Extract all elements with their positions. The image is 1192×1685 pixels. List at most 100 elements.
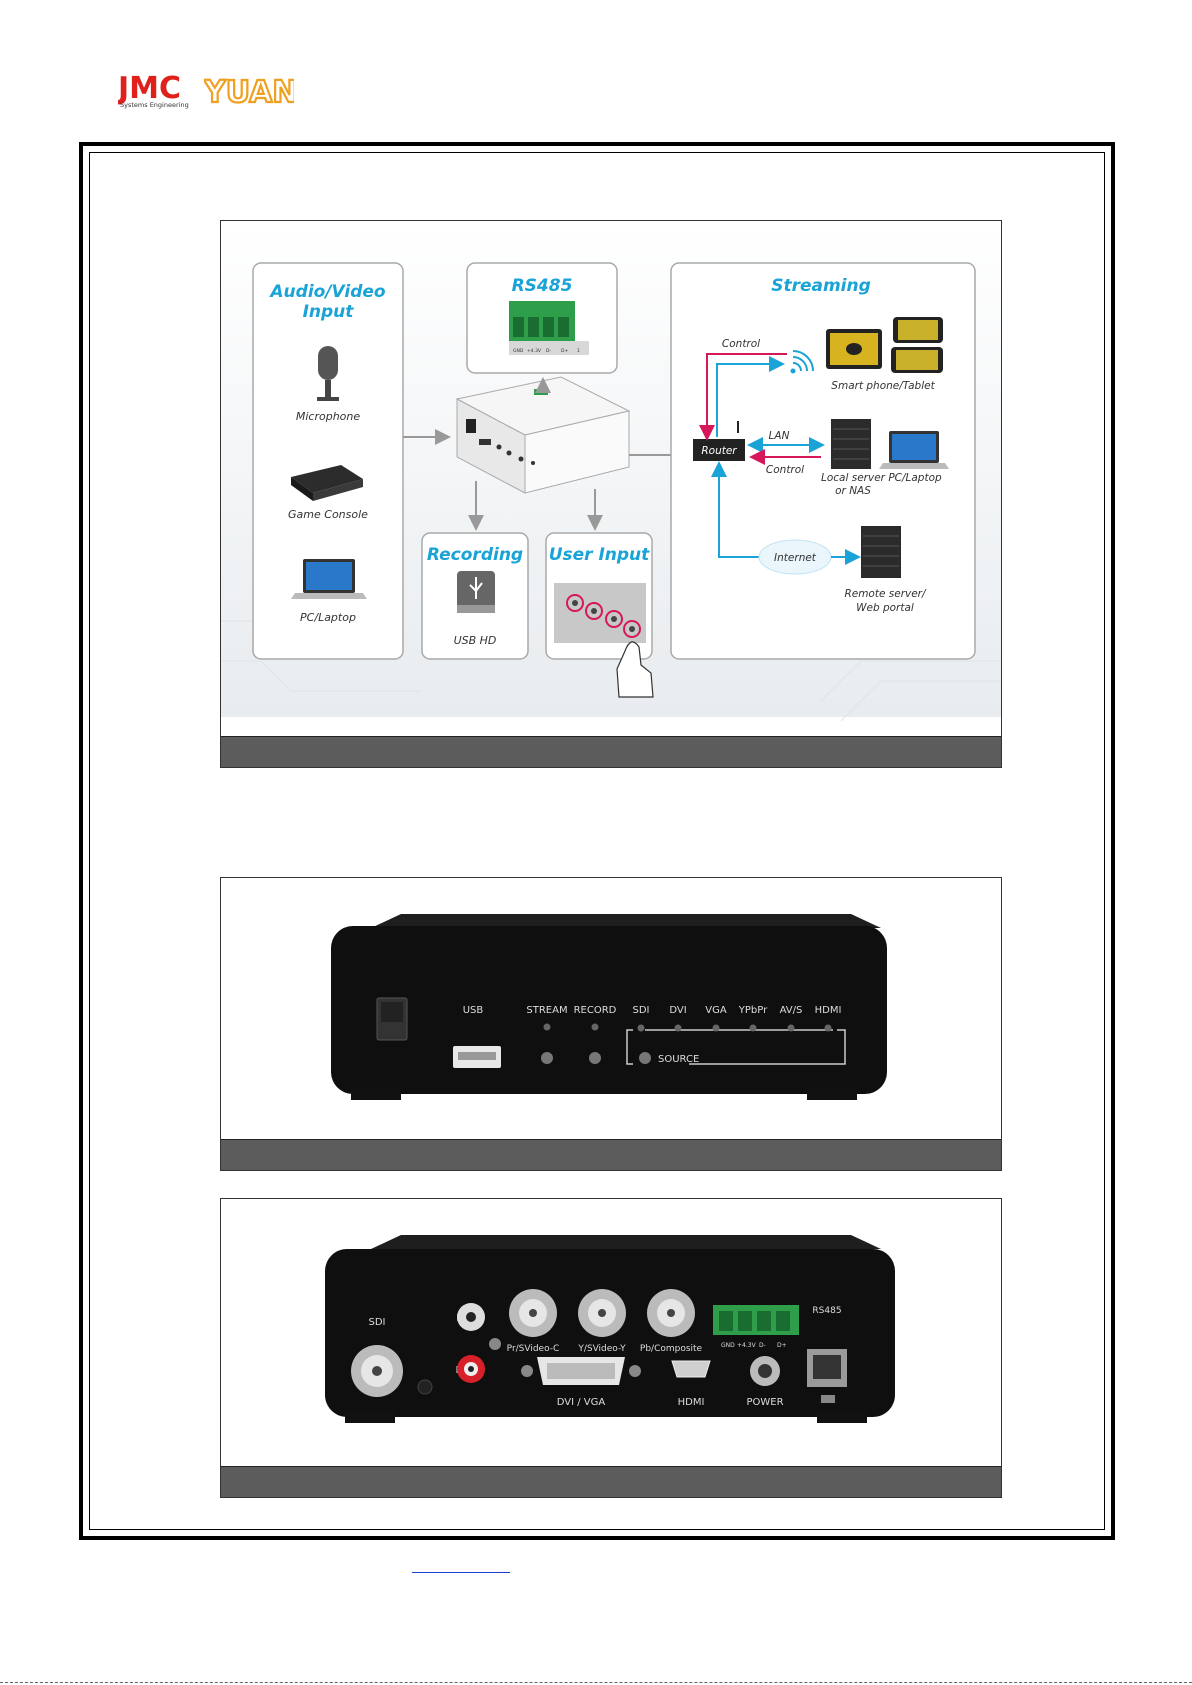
smartphone-tablet-label: Smart phone/Tablet: [831, 380, 935, 392]
jmc-logo-subtext: Systems Engineering: [120, 101, 189, 109]
rear-panel-photo: SDI L R Pr/SVideo-C Y/SVideo-Y Pb/Compos…: [325, 1235, 895, 1423]
streaming-title: Streaming: [771, 276, 871, 296]
power-label: POWER: [746, 1397, 783, 1408]
user-input-photo: [554, 583, 646, 643]
router-label: Router: [701, 445, 737, 457]
rs485-title: RS485: [512, 276, 573, 296]
game-console-label: Game Console: [288, 508, 368, 521]
page-frame-inner: [89, 152, 1105, 1530]
device-top: [371, 914, 881, 928]
hand-pointer-icon: [616, 641, 654, 698]
stream-button: [541, 1052, 553, 1064]
source-led: [674, 1024, 682, 1032]
dvi-vga-label: DVI / VGA: [557, 1397, 606, 1408]
rs485-pin-label: D+: [561, 348, 568, 354]
remote-server-label-line2: Web portal: [856, 602, 914, 614]
rs485-label: RS485: [812, 1306, 841, 1316]
page-frame: [79, 142, 1115, 1540]
user-input-title: User Input: [549, 545, 650, 565]
usb-hd-label: USB HD: [454, 634, 497, 647]
stream-led: [543, 1023, 551, 1031]
rs485-pin-label: +4.3V: [527, 348, 542, 354]
pr-svideo-c-label: Pr/SVideo-C: [507, 1344, 560, 1354]
source-label: SOURCE: [658, 1054, 699, 1065]
local-server-icon: [831, 419, 871, 469]
y-svideo-y-label: Y/SVideo-Y: [577, 1344, 626, 1354]
source-led: [712, 1024, 720, 1032]
hdmi-port: [671, 1360, 711, 1378]
jmc-logo-text: JMC: [118, 72, 181, 106]
microphone-icon: [317, 346, 339, 401]
source-button: [639, 1052, 651, 1064]
source-label-sdi: SDI: [633, 1005, 650, 1016]
record-label: RECORD: [574, 1005, 617, 1016]
rear-panel-figure: SDI L R Pr/SVideo-C Y/SVideo-Y Pb/Compos…: [220, 1198, 1002, 1498]
control-label-top: Control: [722, 338, 760, 350]
local-server-label: Local server: [821, 472, 886, 484]
source-label-hdmi: HDMI: [815, 1005, 842, 1016]
rs485-pin-label: D+: [777, 1342, 787, 1349]
footer-link[interactable]: [412, 1572, 510, 1573]
usb-label: USB: [463, 1005, 484, 1016]
rs485-terminal: [713, 1305, 799, 1335]
source-label-vga: VGA: [705, 1005, 727, 1016]
source-label-avs: AV/S: [780, 1005, 803, 1016]
pc-laptop-stream-label: PC/Laptop: [888, 472, 942, 484]
av-input-title-line2: Input: [303, 302, 355, 322]
sdi-label: SDI: [369, 1317, 386, 1328]
source-led: [637, 1024, 645, 1032]
lan-label: LAN: [769, 430, 790, 442]
rs485-pin-label: D-: [546, 348, 551, 354]
circuit-background: [221, 620, 1001, 722]
av-input-panel: [252, 262, 404, 660]
control-label-lan: Control: [766, 464, 804, 476]
rs485-pin-label: D-: [759, 1342, 766, 1349]
figure-caption-bar: [221, 1139, 1001, 1170]
source-led: [787, 1024, 795, 1032]
tablet-icon: [826, 329, 882, 369]
hdmi-label: HDMI: [678, 1397, 705, 1408]
figure-caption-bar: [221, 736, 1001, 767]
device-top: [371, 1235, 881, 1249]
pc-laptop-icon: [291, 559, 367, 599]
smartphone-icon: [891, 317, 943, 373]
front-panel-photo: USB STREAM RECORD SDI DVI VGA YPbPr AV/S…: [331, 914, 887, 1100]
system-diagram-figure: Audio/Video Input Microphone Game Consol…: [220, 220, 1002, 768]
network-icon: [821, 1395, 835, 1403]
record-button: [589, 1052, 601, 1064]
local-server-label-line2: or NAS: [835, 485, 871, 497]
pc-laptop-stream-icon: [879, 431, 949, 469]
encoder-device-icon: [455, 376, 631, 494]
page-bottom-rule: [0, 1682, 1192, 1683]
rs485-pin-label: GND: [513, 348, 524, 354]
remote-server-icon: [861, 526, 901, 578]
av-input-title: Audio/Video: [268, 282, 386, 302]
rs485-pin-label: GND: [721, 1342, 735, 1349]
game-console-icon: [291, 465, 363, 501]
usb-hd-icon: [457, 571, 495, 613]
yuan-logo-text: YUAN: [204, 75, 294, 110]
recording-title: Recording: [427, 545, 523, 565]
figure-caption-bar: [221, 1466, 1001, 1497]
rs485-terminal-icon: [509, 301, 589, 355]
rs485-pin-label: +4.3V: [737, 1342, 757, 1349]
front-panel-figure: USB STREAM RECORD SDI DVI VGA YPbPr AV/S…: [220, 877, 1002, 1171]
source-bracket: [626, 1029, 846, 1065]
internet-label: Internet: [774, 552, 817, 564]
yuan-logo: YUAN: [202, 74, 299, 114]
source-led: [749, 1024, 757, 1032]
remote-server-label: Remote server/: [844, 588, 927, 600]
source-led: [824, 1024, 832, 1032]
microphone-label: Microphone: [296, 410, 361, 423]
jmc-logo: JMC Systems Engineering: [116, 71, 198, 114]
pb-composite-label: Pb/Composite: [640, 1344, 703, 1354]
stream-label: STREAM: [526, 1005, 567, 1016]
wifi-icon: [790, 350, 814, 374]
rs485-pin-label: 1: [577, 348, 580, 354]
record-led: [591, 1023, 599, 1031]
source-label-ypbpr: YPbPr: [738, 1005, 768, 1016]
system-diagram: Audio/Video Input Microphone Game Consol…: [221, 221, 1001, 722]
pc-laptop-label: PC/Laptop: [300, 611, 356, 624]
router-icon: [693, 421, 745, 461]
source-label-dvi: DVI: [669, 1005, 686, 1016]
